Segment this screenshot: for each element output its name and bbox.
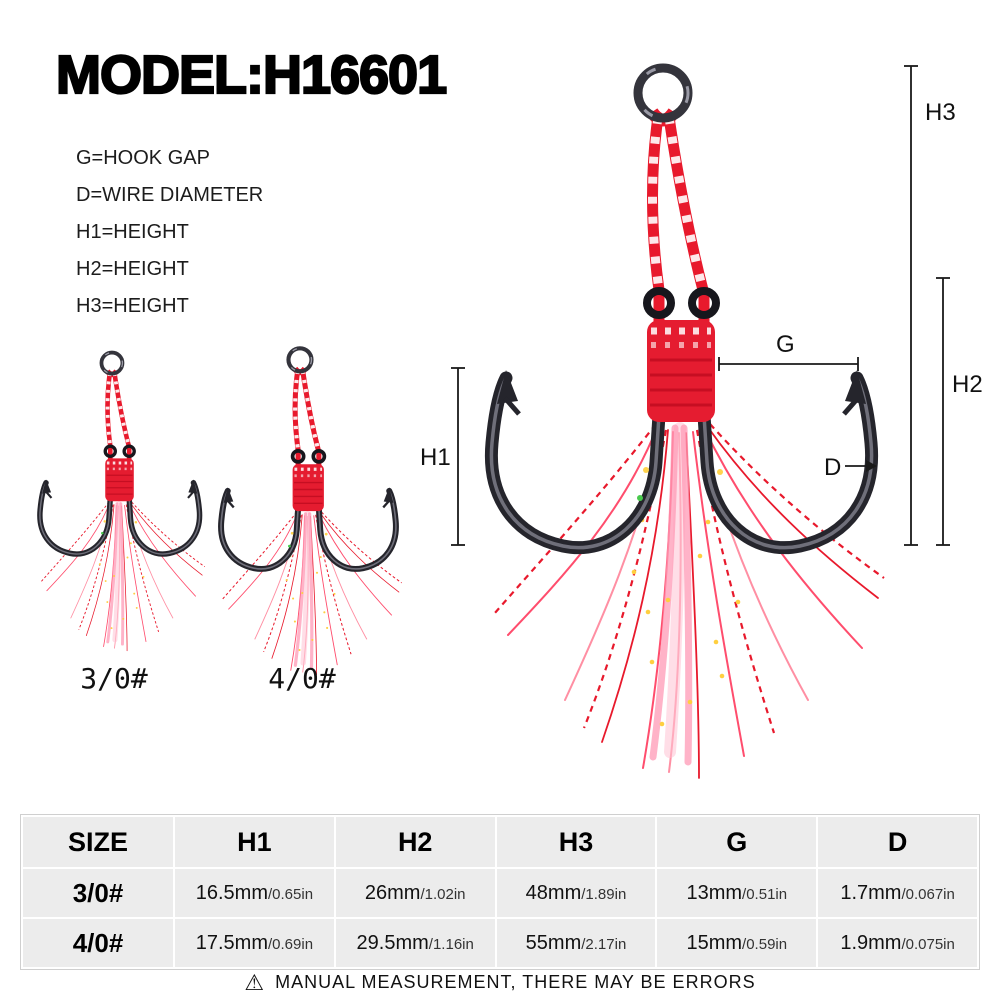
col-header-h3: H3 (496, 817, 656, 867)
col-header-h1: H1 (175, 817, 334, 867)
spec-header-row: SIZE H1 H2 H3 G D (23, 817, 977, 867)
col-header-h2: H2 (335, 817, 495, 867)
spec-cell: 1.9mm/0.075in (818, 919, 977, 967)
spec-row-3-0: 3/0# 16.5mm/0.65in 26mm/1.02in 48mm/1.89… (23, 869, 977, 917)
spec-cell: 16.5mm/0.65in (175, 869, 334, 917)
col-header-size: SIZE (23, 817, 173, 867)
legend: G=HOOK GAP D=WIRE DIAMETER H1=HEIGHT H2=… (76, 140, 263, 325)
spec-cell: 48mm/1.89in (496, 869, 656, 917)
variant-label-4-0: 4/0# (268, 662, 336, 695)
legend-item-h2: H2=HEIGHT (76, 258, 189, 280)
spec-cell: 55mm/2.17in (496, 919, 656, 967)
label-h3: H3 (925, 99, 956, 126)
col-header-g: G (657, 817, 817, 867)
spec-row-4-0: 4/0# 17.5mm/0.69in 29.5mm/1.16in 55mm/2.… (23, 919, 977, 967)
spec-cell: 1.7mm/0.067in (818, 869, 977, 917)
model-title: MODEL:H16601 (55, 44, 448, 106)
label-g: G (776, 331, 795, 358)
disclaimer-text: MANUAL MEASUREMENT, THERE MAY BE ERRORS (275, 972, 756, 992)
spec-cell: 15mm/0.59in (657, 919, 817, 967)
legend-item-h1: H1=HEIGHT (76, 221, 189, 243)
hook-illustration: H1 H3 H2 G D (0, 0, 983, 810)
label-d: D (824, 454, 841, 481)
spec-cell: 13mm/0.51in (657, 869, 817, 917)
measurement-lines (451, 65, 950, 546)
spec-cell: 29.5mm/1.16in (335, 919, 495, 967)
legend-item-g: G=HOOK GAP (76, 147, 210, 169)
legend-item-d: D=WIRE DIAMETER (76, 184, 264, 206)
hook-assembly-small-4-0 (221, 348, 402, 675)
spec-cell-size: 3/0# (23, 869, 173, 917)
spec-cell: 17.5mm/0.69in (175, 919, 334, 967)
legend-item-h3: H3=HEIGHT (76, 295, 189, 317)
spec-table: SIZE H1 H2 H3 G D 3/0# 16.5mm/0.65in 26m… (20, 814, 980, 970)
hook-assembly-large (491, 68, 884, 778)
label-h1: H1 (420, 444, 451, 471)
variant-label-3-0: 3/0# (80, 662, 148, 695)
hook-assembly-small-3-0 (40, 353, 205, 651)
warning-icon: ⚠ (244, 970, 266, 995)
spec-cell: 26mm/1.02in (335, 869, 495, 917)
spec-cell-size: 4/0# (23, 919, 173, 967)
disclaimer: ⚠ MANUAL MEASUREMENT, THERE MAY BE ERRORS (0, 970, 1000, 996)
col-header-d: D (818, 817, 977, 867)
label-h2: H2 (952, 371, 983, 398)
